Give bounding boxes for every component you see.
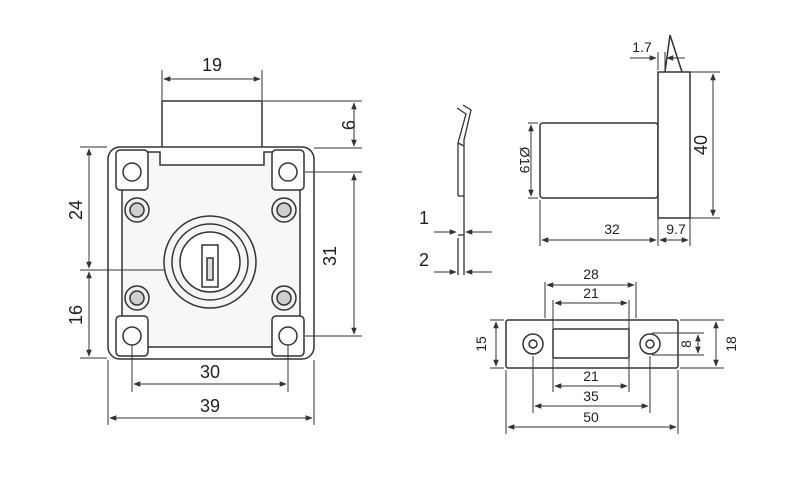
dim-side-height: 40 [691,135,711,155]
bolt-side-dimensions [434,229,492,275]
dim-slot-height: 8 [678,340,694,348]
dim-body-depth: 9.7 [666,221,686,237]
bolt-profile-outer [462,104,472,275]
side-cylinder [539,122,659,199]
rivet-br-inner [276,290,292,306]
dim-flange-thickness: 1.7 [632,39,652,55]
dim-bolt-b: 2 [419,250,429,270]
corner-tab-tl [115,149,149,191]
strike-hole-left-inner [528,339,538,349]
dim-bolt-a: 1 [419,208,429,228]
keyhole [201,244,219,288]
dim-total-width: 39 [200,396,220,416]
dim-hole-spacing: 35 [583,388,599,404]
rivet-tr-inner [276,202,292,218]
strike-hole-right [639,333,661,355]
dim-total-length: 50 [583,409,599,425]
mount-hole-tl [122,162,142,182]
side-dimensions [528,52,720,246]
strike-hole-left [522,333,544,355]
dim-height-right: 18 [723,336,739,352]
bolt-side-view [456,104,472,275]
strike-slot [552,328,630,359]
corner-tab-tr [271,149,305,191]
dim-diameter: Ø19 [517,147,533,174]
bolt-profile-inner [456,107,467,196]
mount-hole-tr [278,162,298,182]
rivet-tl-inner [129,202,145,218]
dim-cylinder-length: 32 [604,221,620,237]
keyhole-slot [206,257,214,281]
side-body [657,71,691,219]
dim-hole-spacing-v: 31 [320,246,340,266]
dim-slot-outer: 28 [583,266,599,282]
key-cylinder-ring [171,223,249,301]
strike-dimensions [490,282,724,434]
dim-bolt-height: 9 [338,120,358,130]
dim-upper-height: 24 [66,200,86,220]
dim-slot-inner-bottom: 21 [583,368,599,384]
front-dimensions [80,70,362,425]
dim-height-left: 15 [473,336,489,352]
dim-lower-height: 16 [66,305,86,325]
rivet-bl-inner [129,290,145,306]
front-view [107,100,315,360]
side-view [539,34,691,219]
dim-hole-spacing-h: 30 [200,362,220,382]
dim-top-width: 19 [202,55,222,75]
strike-plate [505,319,679,369]
dim-slot-inner-top: 21 [583,285,599,301]
strike-hole-right-inner [645,339,655,349]
side-bolt-tip [664,34,683,73]
